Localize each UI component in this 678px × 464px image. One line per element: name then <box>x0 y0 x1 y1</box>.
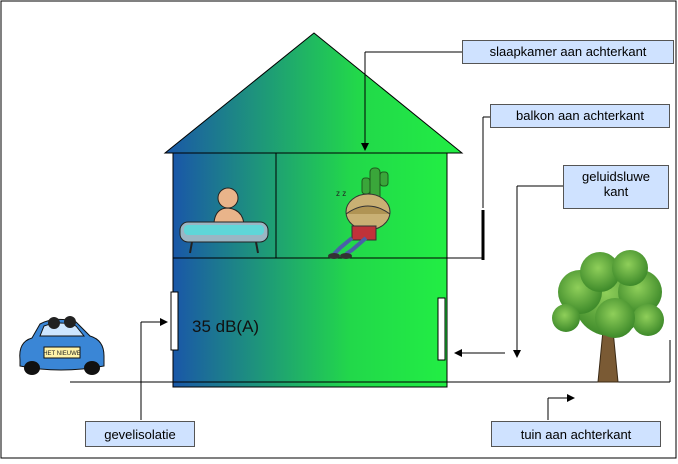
connectors <box>140 51 575 420</box>
house <box>163 32 485 388</box>
window-front <box>170 291 179 351</box>
bathtub-person-icon <box>179 187 269 254</box>
label-garden: tuin aan achterkant <box>491 421 661 447</box>
car-icon: HET NIEUWE <box>19 316 105 375</box>
window-back <box>437 297 446 361</box>
tree-icon <box>552 250 664 383</box>
label-facade-insulation: gevelisolatie <box>85 421 195 447</box>
house-roof <box>163 32 464 154</box>
house-body <box>172 152 448 388</box>
label-quiet-side-line2: kant <box>603 184 629 199</box>
sleeping-person-cactus-icon: z z <box>328 167 391 259</box>
label-quiet-side: geluidsluwe kant <box>563 165 669 209</box>
car-plate: HET NIEUWE <box>43 351 81 357</box>
label-bedroom: slaapkamer aan achterkant <box>462 40 674 64</box>
sound-level-value: 35 dB(A) <box>192 317 260 336</box>
label-quiet-side-line1: geluidsluwe <box>582 169 650 184</box>
label-balcony: balkon aan achterkant <box>490 104 670 128</box>
svg-text:z z: z z <box>336 189 346 198</box>
